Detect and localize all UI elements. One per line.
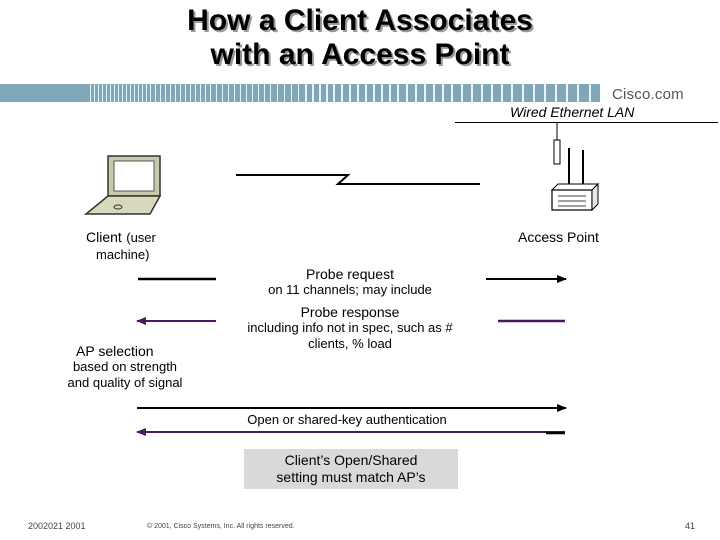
slide-title: How a Client Associates with an Access P… bbox=[0, 4, 720, 72]
settings-note-line-1: Client’s Open/Shared bbox=[284, 452, 418, 468]
ap-selection-detail-2: and quality of signal bbox=[67, 375, 183, 390]
cisco-logo: Cisco.com bbox=[612, 86, 684, 103]
probe-response-detail-1: including info not in spec, such as # bbox=[247, 320, 453, 335]
title-line-2: with an Access Point bbox=[210, 38, 510, 71]
probe-request-detail: on 11 channels; may include bbox=[268, 282, 432, 297]
access-point-label: Access Point bbox=[518, 229, 599, 245]
client-sub-1: (user bbox=[126, 230, 156, 245]
page-number: 41 bbox=[685, 521, 696, 531]
client-label-group: Client (user bbox=[86, 229, 156, 247]
wireless-link bbox=[236, 174, 480, 185]
client-sub-2: machine) bbox=[96, 247, 150, 262]
footer-code: 2002021 2001 bbox=[28, 521, 86, 531]
settings-note-line-2: setting must match AP’s bbox=[276, 469, 426, 485]
header-band bbox=[0, 84, 720, 102]
footer-copyright: © 2001, Cisco Systems, Inc. All rights r… bbox=[147, 523, 295, 530]
probe-response-detail-2: clients, % load bbox=[308, 336, 392, 351]
band-stripes bbox=[90, 84, 720, 102]
access-point-icon bbox=[550, 123, 600, 212]
title-line-1: How a Client Associates bbox=[187, 4, 533, 37]
laptop-icon bbox=[83, 155, 162, 215]
ap-selection-detail-1: based on strength bbox=[72, 359, 178, 374]
auth-label: Open or shared-key authentication bbox=[247, 412, 447, 427]
client-label: Client bbox=[86, 229, 122, 245]
settings-note: Client’s Open/Shared setting must match … bbox=[244, 449, 458, 489]
lan-label: Wired Ethernet LAN bbox=[510, 104, 635, 120]
probe-response-label: Probe response bbox=[300, 304, 400, 320]
lan-line bbox=[455, 122, 718, 123]
ap-selection-label: AP selection bbox=[76, 343, 154, 359]
probe-request-label: Probe request bbox=[306, 266, 394, 282]
